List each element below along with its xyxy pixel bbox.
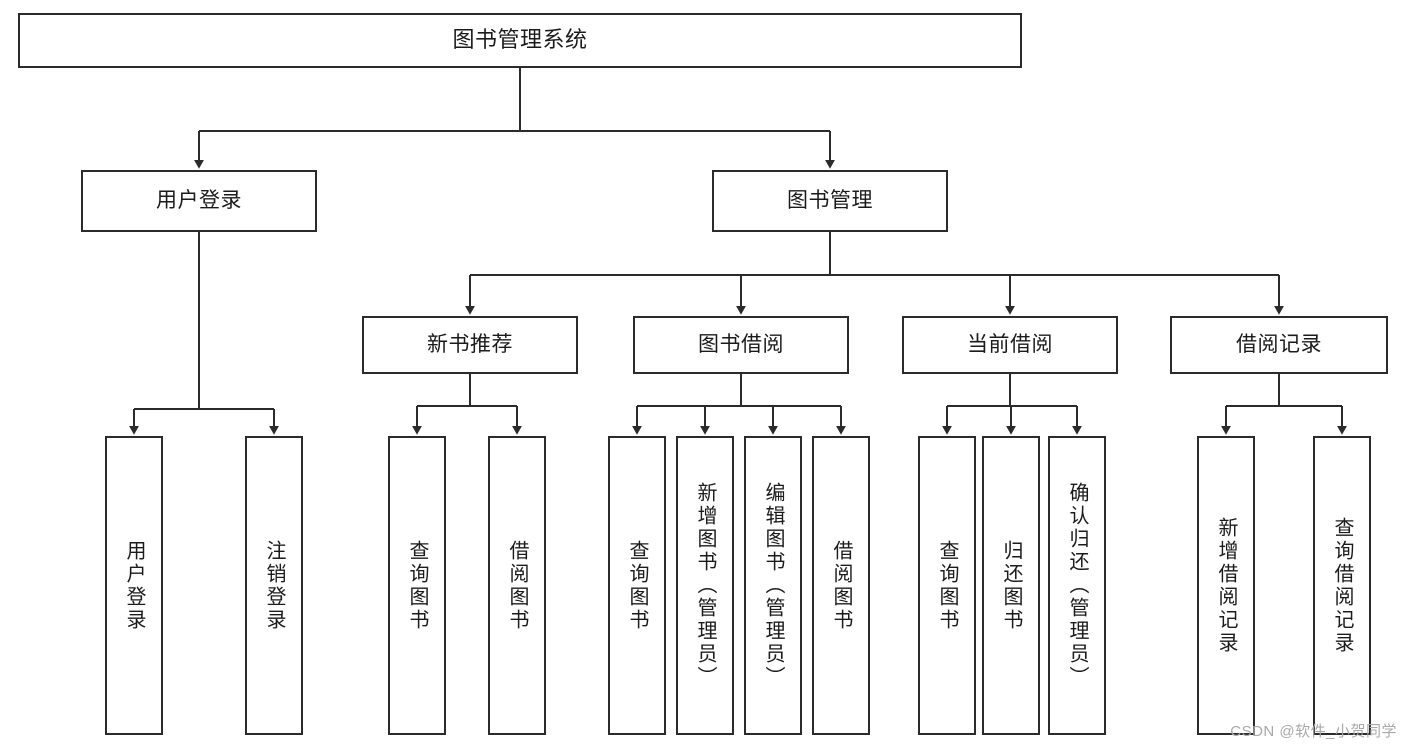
level2-node[interactable]: 图书管理 <box>712 170 948 232</box>
leaf-node[interactable]: 新增图书（管理员） <box>676 436 734 735</box>
watermark-label: CSDN @软件_小贺同学 <box>1230 723 1397 740</box>
leaf-node-label: 用户登录 <box>123 539 145 632</box>
leaf-node[interactable]: 用户登录 <box>105 436 163 735</box>
level3-node[interactable]: 借阅记录 <box>1170 316 1388 374</box>
level3-node-label: 图书借阅 <box>698 333 784 357</box>
leaf-node[interactable]: 新增借阅记录 <box>1197 436 1255 735</box>
root-node-label: 图书管理系统 <box>452 27 588 53</box>
level3-node-label: 当前借阅 <box>967 333 1053 357</box>
level3-node-label: 借阅记录 <box>1236 333 1322 357</box>
leaf-node-label: 查询图书 <box>406 539 428 632</box>
leaf-node[interactable]: 查询图书 <box>388 436 446 735</box>
leaf-node[interactable]: 查询图书 <box>608 436 666 735</box>
leaf-node-label: 编辑图书（管理员） <box>762 482 784 689</box>
level3-node[interactable]: 当前借阅 <box>902 316 1118 374</box>
leaf-node-label: 注销登录 <box>263 539 285 632</box>
leaf-node-label: 归还图书 <box>1000 539 1022 632</box>
leaf-node-label: 确认归还（管理员） <box>1066 482 1088 689</box>
leaf-node-label: 借阅图书 <box>830 539 852 632</box>
leaf-node[interactable]: 注销登录 <box>245 436 303 735</box>
leaf-node-label: 新增图书（管理员） <box>694 482 716 689</box>
level2-node-label: 用户登录 <box>156 189 242 213</box>
leaf-node[interactable]: 查询借阅记录 <box>1313 436 1371 735</box>
leaf-node-label: 查询图书 <box>626 539 648 632</box>
root-node[interactable]: 图书管理系统 <box>18 13 1022 68</box>
leaf-node-label: 查询图书 <box>936 539 958 632</box>
leaf-node[interactable]: 查询图书 <box>918 436 976 735</box>
leaf-node-label: 新增借阅记录 <box>1215 516 1237 655</box>
level3-node[interactable]: 新书推荐 <box>362 316 578 374</box>
level3-node-label: 新书推荐 <box>427 333 513 357</box>
level3-node[interactable]: 图书借阅 <box>633 316 849 374</box>
leaf-node-label: 借阅图书 <box>506 539 528 632</box>
leaf-node[interactable]: 借阅图书 <box>812 436 870 735</box>
leaf-node-label: 查询借阅记录 <box>1331 516 1353 655</box>
leaf-node[interactable]: 编辑图书（管理员） <box>744 436 802 735</box>
connector-lines <box>129 68 1347 435</box>
leaf-node[interactable]: 确认归还（管理员） <box>1048 436 1106 735</box>
leaf-node[interactable]: 借阅图书 <box>488 436 546 735</box>
level2-node[interactable]: 用户登录 <box>81 170 317 232</box>
level2-node-label: 图书管理 <box>787 189 873 213</box>
leaf-node[interactable]: 归还图书 <box>982 436 1040 735</box>
